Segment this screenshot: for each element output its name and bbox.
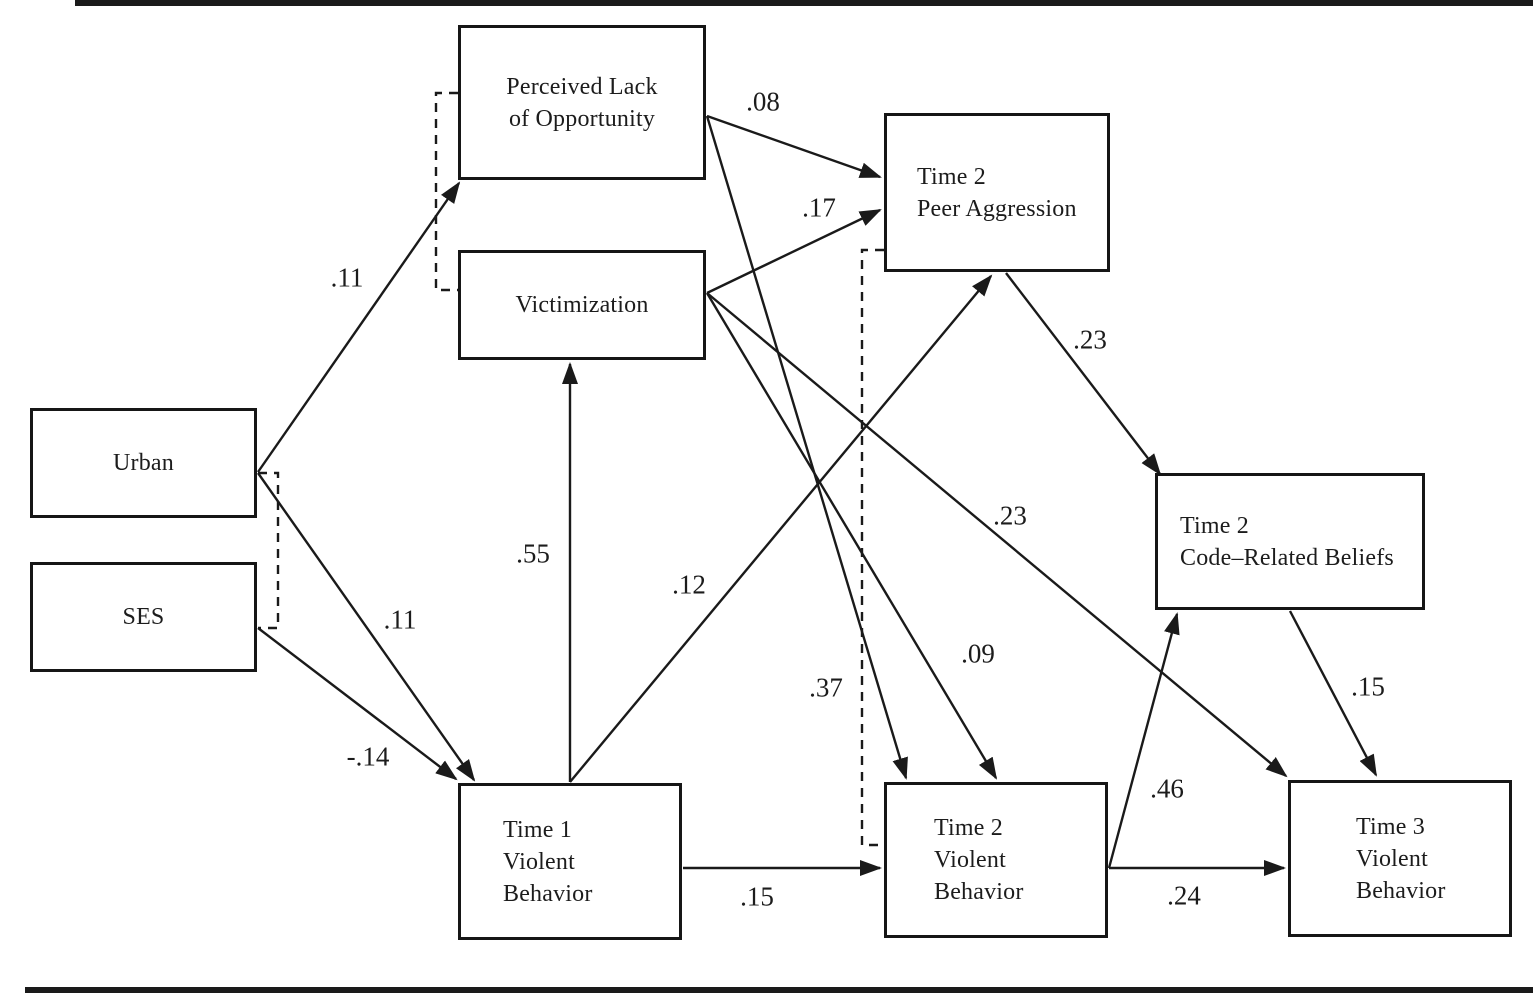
node-time1-violent-behavior: Time 1 Violent Behavior [458, 783, 682, 940]
path-coefficient: .15 [1351, 671, 1385, 702]
path-coefficient: .08 [746, 86, 780, 117]
node-label: Time 3 [1356, 813, 1426, 840]
bottom-rule [25, 987, 1533, 993]
node-time2-violent-behavior: Time 2 Violent Behavior [884, 782, 1108, 938]
path-time2-violent-to-code-beliefs [1107, 612, 1180, 869]
path-coefficient: .11 [383, 604, 417, 635]
node-victimization: Victimization [458, 250, 706, 360]
path-coefficient: .46 [1150, 773, 1184, 804]
node-label: of Opportunity [508, 105, 656, 132]
path-coefficient: -.14 [346, 741, 390, 772]
node-label: Time 2 [1180, 512, 1250, 539]
node-label: Peer Aggression [917, 195, 1077, 222]
node-time2-peer-aggression: Time 2 Peer Aggression [884, 113, 1110, 272]
path-coefficient: .11 [330, 262, 364, 293]
node-label: SES [122, 604, 165, 630]
path-coefficient: .17 [802, 192, 836, 223]
node-label: Time 2 [934, 815, 1004, 841]
node-label: Victimization [515, 292, 649, 318]
path-perceived-lack-to-time2-violent [705, 115, 908, 780]
path-coefficient: .37 [809, 672, 843, 703]
node-label: Time 2 [917, 163, 987, 190]
node-label: Urban [113, 450, 174, 476]
path-perceived-lack-to-peer-aggression [706, 114, 882, 179]
node-label: Behavior [934, 879, 1024, 905]
node-label: Perceived Lack [506, 73, 658, 100]
path-time1-violent-to-peer-aggression [569, 274, 993, 783]
node-perceived-lack-of-opportunity: Perceived Lack of Opportunity [458, 25, 706, 180]
top-rule [75, 0, 1533, 6]
correlation-peer-aggression-time2-violent [860, 248, 884, 847]
correlation-perceived-lack-victimization [434, 91, 458, 292]
path-coefficient: .24 [1167, 880, 1201, 911]
node-label: Violent [503, 848, 575, 875]
node-label: Code–Related Beliefs [1180, 544, 1394, 571]
node-label: Behavior [503, 880, 593, 907]
node-time2-code-related-beliefs: Time 2 Code–Related Beliefs [1155, 473, 1425, 610]
path-victimization-to-peer-aggression [706, 208, 882, 295]
path-coefficient: .09 [961, 638, 995, 669]
path-urban-to-time1-violent [257, 472, 476, 782]
path-coefficient: .15 [740, 881, 774, 912]
node-label: Violent [934, 847, 1006, 873]
path-coefficient: .23 [993, 500, 1027, 531]
path-peer-aggression-to-code-beliefs [1005, 272, 1162, 476]
node-label: Time 1 [503, 816, 573, 843]
path-ses-to-time1-violent [257, 627, 458, 781]
path-code-beliefs-to-time3-violent [1288, 610, 1378, 777]
path-victimization-to-time2-violent [705, 292, 998, 780]
node-label: Behavior [1356, 877, 1446, 904]
path-coefficient: .12 [672, 569, 706, 600]
node-time3-violent-behavior: Time 3 Violent Behavior [1288, 780, 1512, 937]
correlation-urban-ses [258, 471, 280, 630]
path-victimization-to-time3-violent [706, 292, 1288, 778]
path-coefficient: .23 [1073, 324, 1107, 355]
node-label: Violent [1356, 845, 1428, 872]
path-urban-to-perceived-lack [257, 181, 461, 473]
path-coefficient: .55 [516, 538, 550, 569]
node-urban: Urban [30, 408, 257, 518]
node-ses: SES [30, 562, 257, 672]
